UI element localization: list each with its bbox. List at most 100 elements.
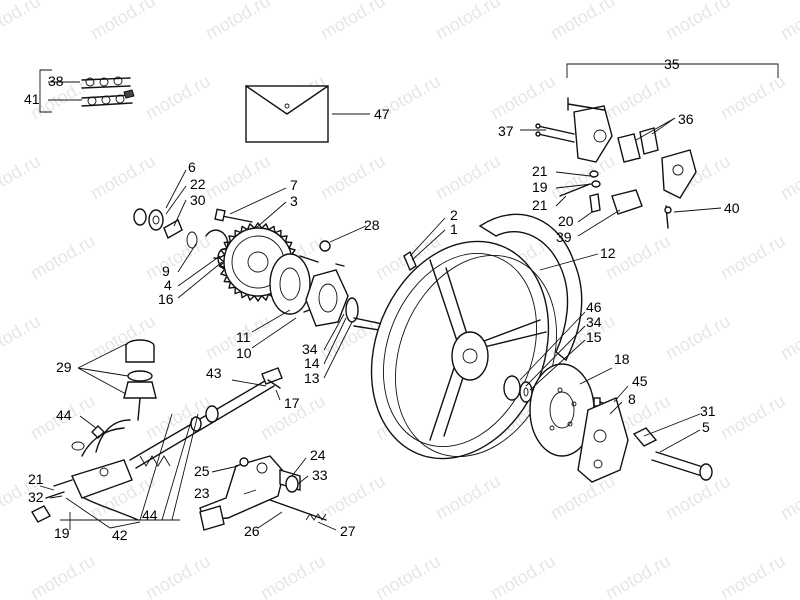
label-8: 8 bbox=[628, 391, 636, 407]
label-21a: 21 bbox=[532, 163, 548, 179]
watermark-text: motod.ru bbox=[777, 0, 800, 43]
bushing-parts bbox=[133, 208, 183, 240]
watermark-text: motod.ru bbox=[202, 0, 274, 43]
label-33: 33 bbox=[312, 467, 328, 483]
watermark-text: motod.ru bbox=[487, 71, 559, 124]
label-27: 27 bbox=[340, 523, 356, 539]
label-34a: 34 bbox=[302, 341, 318, 357]
label-15: 15 bbox=[586, 329, 602, 345]
label-46: 46 bbox=[586, 299, 602, 315]
chain-link-part bbox=[81, 76, 135, 107]
label-43: 43 bbox=[206, 365, 222, 381]
watermark-text: motod.ru bbox=[602, 71, 674, 124]
label-44a: 44 bbox=[56, 407, 72, 423]
watermark-text: motod.ru bbox=[432, 0, 504, 43]
label-2: 2 bbox=[450, 207, 458, 223]
watermark-text: motod.ru bbox=[777, 151, 800, 204]
rod-end-part bbox=[267, 379, 281, 389]
label-42: 42 bbox=[112, 527, 128, 543]
brake-pedal-part bbox=[199, 455, 327, 531]
spindle-part bbox=[632, 427, 713, 481]
watermark-text: motod.ru bbox=[717, 71, 789, 124]
label-4: 4 bbox=[164, 277, 172, 293]
caliper-bracket-part bbox=[577, 397, 629, 483]
sprocket-carrier-part bbox=[269, 253, 321, 315]
watermark-text: motod.ru bbox=[317, 0, 389, 43]
label-19b: 19 bbox=[54, 525, 70, 541]
label-34b: 34 bbox=[586, 314, 602, 330]
label-32: 32 bbox=[28, 489, 44, 505]
label-10: 10 bbox=[236, 345, 252, 361]
watermark-text: motod.ru bbox=[717, 231, 789, 284]
part-number-labels: 38 41 47 6 22 30 7 3 9 4 16 28 2 1 11 10… bbox=[24, 56, 740, 543]
label-13: 13 bbox=[304, 370, 320, 386]
label-26: 26 bbox=[244, 523, 260, 539]
watermark-text: motod.ru bbox=[87, 0, 159, 43]
watermark-text: motod.ru bbox=[0, 311, 44, 364]
label-29: 29 bbox=[56, 359, 72, 375]
mudguard-part bbox=[478, 213, 583, 362]
pad-spring-part bbox=[611, 189, 643, 215]
label-17: 17 bbox=[284, 395, 300, 411]
watermark-text: motod.ru bbox=[602, 551, 674, 600]
label-9: 9 bbox=[162, 263, 170, 279]
label-40: 40 bbox=[724, 200, 740, 216]
watermark-text: motod.ru bbox=[142, 231, 214, 284]
label-38: 38 bbox=[48, 73, 64, 89]
watermark-text: motod.ru bbox=[317, 151, 389, 204]
label-21b: 21 bbox=[532, 197, 548, 213]
watermark-text: motod.ru bbox=[717, 391, 789, 444]
label-20: 20 bbox=[558, 213, 574, 229]
label-45: 45 bbox=[632, 373, 648, 389]
watermark-text: motod.ru bbox=[0, 151, 44, 204]
brake-pump-part bbox=[31, 459, 139, 523]
watermark-text: motod.ru bbox=[662, 0, 734, 43]
watermark-text: motod.ru bbox=[547, 0, 619, 43]
label-1: 1 bbox=[450, 221, 458, 237]
watermark-text: motod.ru bbox=[547, 471, 619, 524]
watermark-text: motod.ru bbox=[202, 151, 274, 204]
master-cylinder-part bbox=[81, 339, 157, 457]
label-30: 30 bbox=[190, 192, 206, 208]
watermark-text: motod.ru bbox=[777, 311, 800, 364]
pin-part bbox=[664, 205, 672, 229]
bearing-parts bbox=[503, 375, 533, 403]
watermark-text: motod.ru bbox=[372, 551, 444, 600]
label-21c: 21 bbox=[28, 471, 44, 487]
watermark-text: motod.ru bbox=[487, 551, 559, 600]
label-23: 23 bbox=[194, 485, 210, 501]
watermark-text: motod.ru bbox=[662, 311, 734, 364]
watermark-text: motod.ru bbox=[27, 231, 99, 284]
label-28: 28 bbox=[364, 217, 380, 233]
label-39: 39 bbox=[556, 229, 572, 245]
watermark-text: motod.ru bbox=[0, 0, 44, 43]
watermark-text: motod.ru bbox=[257, 551, 329, 600]
brake-caliper-part bbox=[567, 97, 697, 199]
envelope-part bbox=[245, 85, 329, 143]
label-24: 24 bbox=[310, 447, 326, 463]
bolt-part bbox=[214, 208, 253, 223]
caliper-bolt-parts bbox=[535, 123, 575, 143]
label-7: 7 bbox=[290, 177, 298, 193]
watermark-text: motod.ru bbox=[317, 471, 389, 524]
watermark-text: motod.ru bbox=[432, 151, 504, 204]
watermark-text: motod.ru bbox=[432, 471, 504, 524]
cush-drive-part bbox=[305, 269, 359, 327]
label-31: 31 bbox=[700, 403, 716, 419]
label-47: 47 bbox=[374, 106, 390, 122]
watermark-text: motod.ru bbox=[142, 71, 214, 124]
valve-part bbox=[403, 250, 417, 272]
watermark-text: motod.ru bbox=[717, 551, 789, 600]
watermark-text: motod.ru bbox=[662, 471, 734, 524]
label-6: 6 bbox=[188, 159, 196, 175]
watermark-text: motod.ru bbox=[27, 551, 99, 600]
label-5: 5 bbox=[702, 419, 710, 435]
label-44b: 44 bbox=[142, 507, 158, 523]
label-12: 12 bbox=[600, 245, 616, 261]
label-16: 16 bbox=[158, 291, 174, 307]
label-14: 14 bbox=[304, 355, 320, 371]
label-25: 25 bbox=[194, 463, 210, 479]
label-35: 35 bbox=[664, 56, 680, 72]
label-3: 3 bbox=[290, 193, 298, 209]
